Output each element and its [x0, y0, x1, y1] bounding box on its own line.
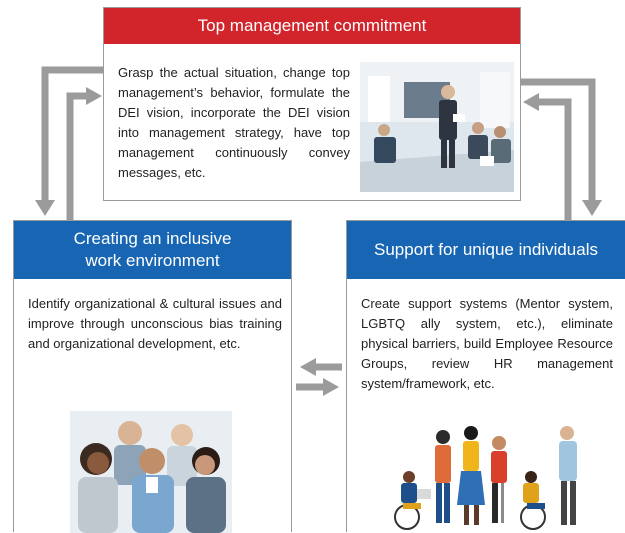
arrow-head-right-mid	[323, 378, 339, 396]
arrow-head-down-right	[582, 200, 602, 216]
arrow-right-to-top-path	[538, 98, 572, 220]
arrow-head-right-top	[86, 87, 102, 105]
diverse-people-illustration	[394, 426, 577, 530]
inclusive-environment-title-line2: work environment	[85, 251, 220, 270]
inclusive-environment-title-line1: Creating an inclusive	[73, 229, 232, 248]
arrow-top-to-right-path	[521, 78, 596, 203]
arrow-head-left-mid	[300, 358, 316, 376]
unique-individuals-body: Create support systems (Mentor system, L…	[361, 296, 613, 391]
arrow-top-to-left-path	[41, 66, 103, 202]
team-photo	[70, 411, 232, 533]
inclusive-environment-header: Creating an inclusive work environment	[14, 221, 291, 279]
top-management-title: Top management commitment	[197, 16, 427, 35]
top-management-body: Grasp the actual situation, change top m…	[118, 65, 350, 180]
unique-individuals-box: Support for unique individuals Create su…	[346, 220, 625, 532]
arrow-left-to-top-path	[66, 92, 88, 220]
inclusive-environment-body: Identify organizational & cultural issue…	[28, 296, 282, 351]
top-management-box: Top management commitment Grasp the actu…	[103, 7, 521, 201]
unique-individuals-title: Support for unique individuals	[374, 240, 598, 259]
arrow-head-left-top	[523, 93, 539, 111]
meeting-photo	[360, 62, 514, 192]
arrow-head-down-left	[35, 200, 55, 216]
unique-individuals-header: Support for unique individuals	[347, 221, 625, 279]
inclusive-environment-box: Creating an inclusive work environment I…	[13, 220, 292, 533]
top-management-header: Top management commitment	[104, 8, 520, 44]
